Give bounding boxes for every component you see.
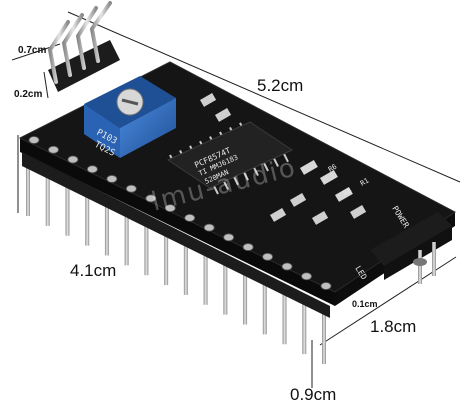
pin-hole <box>125 184 137 193</box>
pin-hole <box>301 272 312 281</box>
bottom-pin <box>45 169 50 226</box>
bottom-pin <box>164 229 169 286</box>
pin-hole <box>223 233 235 242</box>
bottom-pin <box>262 278 267 335</box>
label-r1: R1 <box>359 177 370 188</box>
pin-hole <box>184 213 196 222</box>
pin-hole <box>145 194 157 203</box>
bottom-pin <box>282 288 287 345</box>
dimension-connector-gap: 0.1cm <box>352 299 378 309</box>
pin-hole <box>281 262 293 271</box>
bottom-pin <box>183 238 188 295</box>
bottom-pin <box>203 248 208 305</box>
pin-hole <box>164 204 176 213</box>
pin-hole <box>320 282 332 290</box>
label-r8: R8 <box>342 187 353 198</box>
right-angle-header <box>47 1 120 92</box>
potentiometer: P103 TQ2S <box>84 76 176 159</box>
bottom-pin <box>26 160 30 216</box>
ic-chip: PCF8574T TI MMJ6183 520MAN <box>166 121 294 195</box>
bottom-pin <box>104 199 109 256</box>
bottom-pin <box>223 258 228 315</box>
dimension-length: 5.2cm <box>257 76 304 95</box>
dimension-width: 1.8cm <box>370 317 417 336</box>
pin-hole <box>106 175 118 183</box>
pin-hole <box>67 155 79 164</box>
pin-hole <box>262 252 274 261</box>
bottom-pin <box>124 209 129 266</box>
bottom-pin <box>243 268 248 325</box>
smd-components: R8 R1 R6 <box>199 93 370 225</box>
pin-hole <box>48 145 59 154</box>
dimension-header-offset: 0.2cm <box>14 89 43 100</box>
dimension-header-pitch: 0.7cm <box>18 45 47 56</box>
bottom-pin <box>65 179 70 236</box>
pin-hole <box>28 136 40 144</box>
bottom-pin-row <box>26 160 326 364</box>
pin-hole <box>242 243 254 251</box>
bottom-pin <box>302 298 307 355</box>
bottom-pin <box>85 189 90 246</box>
pin-hole <box>203 223 215 232</box>
dimension-height: 4.1cm <box>70 261 117 280</box>
header-plastic-strip <box>22 152 330 318</box>
label-r6: R6 <box>327 163 338 174</box>
pin-hole-row <box>28 136 332 290</box>
pin-hole <box>87 165 98 174</box>
dimension-pin-length: 0.9cm <box>290 385 337 404</box>
bottom-pin <box>322 308 326 364</box>
bottom-pin <box>144 219 149 276</box>
pcb-edge <box>20 138 335 306</box>
